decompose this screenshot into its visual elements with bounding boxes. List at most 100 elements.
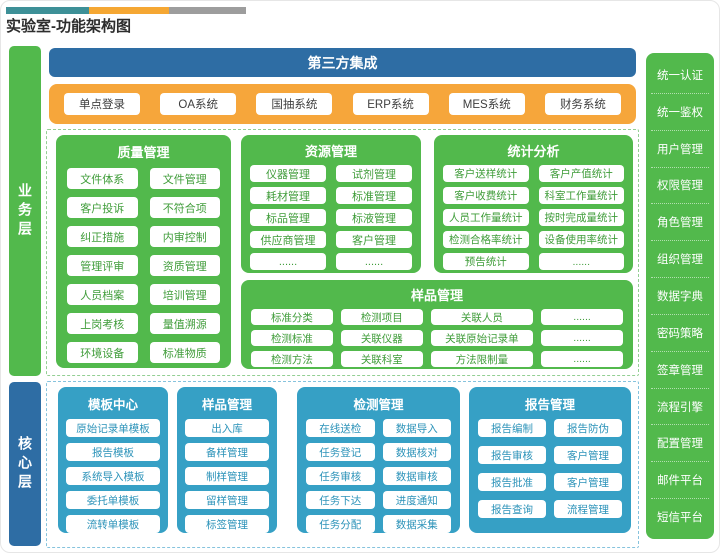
section-item-grid: 出入库备样管理制样管理留样管理标签管理 bbox=[177, 413, 277, 533]
module-chip: 出入库 bbox=[185, 419, 269, 437]
platform-item: 流程引擎 bbox=[651, 389, 709, 426]
section-item-grid: 文件体系文件管理客户投诉不符合项纠正措施内审控制管理评审资质管理人员档案培训管理… bbox=[56, 161, 231, 363]
module-chip: 关联人员 bbox=[430, 309, 534, 325]
section-item-grid: 客户送样统计客户产值统计客户收费统计科室工作量统计人员工作量统计按时完成量统计检… bbox=[434, 160, 633, 270]
module-chip: 客户管理 bbox=[554, 446, 622, 464]
module-chip: 客户投诉 bbox=[67, 197, 138, 218]
module-chip: 任务登记 bbox=[306, 443, 375, 461]
module-chip: 数据审核 bbox=[382, 467, 451, 485]
platform-item: 角色管理 bbox=[651, 204, 709, 242]
module-chip: 关联仪器 bbox=[340, 330, 423, 346]
module-chip: 仪器管理 bbox=[250, 165, 326, 182]
module-chip: 设备使用率统计 bbox=[538, 231, 624, 248]
module-chip: 报告防伪 bbox=[554, 419, 622, 437]
module-chip: 客户管理 bbox=[336, 231, 412, 248]
section-test-management: 检测管理 在线送检数据导入任务登记数据核对任务审核数据审核任务下达进度通知任务分… bbox=[297, 387, 460, 533]
module-chip: 供应商管理 bbox=[250, 231, 326, 248]
module-chip: ...... bbox=[541, 309, 623, 325]
platform-item: 短信平台 bbox=[657, 512, 703, 525]
module-chip: 不符合项 bbox=[149, 197, 220, 218]
section-sample-management-core: 样品管理 出入库备样管理制样管理留样管理标签管理 bbox=[177, 387, 277, 533]
module-chip: 报告批准 bbox=[478, 473, 546, 491]
business-layer-frame bbox=[46, 129, 639, 376]
topbar-orange-segment bbox=[89, 7, 169, 14]
integration-system-chip: OA系统 bbox=[160, 93, 237, 115]
platform-item: 组织管理 bbox=[651, 241, 709, 279]
topbar-teal-segment bbox=[6, 7, 89, 14]
section-sample-management-business: 样品管理 标准分类检测项目关联人员......检测标准关联仪器关联原始记录单..… bbox=[241, 280, 633, 369]
module-chip: 留样管理 bbox=[185, 491, 269, 509]
section-title: 统计分析 bbox=[507, 144, 560, 159]
integration-system-chip: 单点登录 bbox=[64, 93, 140, 115]
module-chip: 数据采集 bbox=[382, 515, 451, 533]
platform-item: 邮件平台 bbox=[651, 462, 709, 500]
module-chip: 标签管理 bbox=[185, 515, 269, 533]
section-title: 样品管理 bbox=[410, 288, 463, 303]
module-chip: 制样管理 bbox=[185, 467, 269, 485]
module-chip: 试剂管理 bbox=[336, 165, 412, 182]
module-chip: 流程管理 bbox=[554, 500, 622, 518]
module-chip: 标准分类 bbox=[251, 309, 333, 325]
platform-item: 用户管理 bbox=[651, 131, 709, 168]
third-party-integration-header: 第三方集成 bbox=[49, 48, 636, 77]
module-chip: 客户产值统计 bbox=[538, 165, 624, 182]
module-chip: 标品管理 bbox=[250, 209, 326, 226]
section-item-grid: 报告编制报告防伪报告审核客户管理报告批准客户管理报告查询流程管理 bbox=[469, 413, 631, 518]
module-chip: 文件管理 bbox=[149, 168, 220, 189]
module-chip: 关联科室 bbox=[340, 351, 423, 367]
decorative-topbar bbox=[6, 7, 246, 14]
module-chip: 上岗考核 bbox=[67, 313, 138, 334]
module-chip: 按时完成量统计 bbox=[538, 209, 624, 226]
module-chip: 数据核对 bbox=[382, 443, 451, 461]
module-chip: 原始记录单模板 bbox=[66, 419, 160, 437]
module-chip: 任务下达 bbox=[306, 491, 375, 509]
section-statistics-analysis: 统计分析 客户送样统计客户产值统计客户收费统计科室工作量统计人员工作量统计按时完… bbox=[434, 135, 633, 273]
section-title: 资源管理 bbox=[304, 144, 357, 159]
module-chip: 文件体系 bbox=[67, 168, 138, 189]
module-chip: 环境设备 bbox=[67, 342, 138, 363]
module-chip: 内审控制 bbox=[149, 226, 220, 247]
module-chip: 管理评审 bbox=[67, 255, 138, 276]
platform-item: 签章管理 bbox=[651, 352, 709, 389]
integration-system-chip: 财务系统 bbox=[544, 93, 621, 115]
module-chip: 标准物质 bbox=[149, 342, 220, 363]
platform-item: 统一鉴权 bbox=[651, 94, 709, 131]
module-chip: 检测合格率统计 bbox=[443, 231, 529, 248]
section-item-grid: 原始记录单模板报告模板系统导入模板委托单模板流转单模板 bbox=[58, 413, 168, 533]
section-report-management: 报告管理 报告编制报告防伪报告审核客户管理报告批准客户管理报告查询流程管理 bbox=[469, 387, 631, 533]
core-layer-frame bbox=[46, 381, 639, 548]
module-chip: 人员工作量统计 bbox=[443, 209, 529, 226]
module-chip: 检测方法 bbox=[251, 351, 333, 367]
core-layer-label: 核心层 bbox=[9, 382, 41, 546]
module-chip: 数据导入 bbox=[382, 419, 451, 437]
section-title: 样品管理 bbox=[201, 398, 252, 412]
section-template-center: 模板中心 原始记录单模板报告模板系统导入模板委托单模板流转单模板 bbox=[58, 387, 168, 533]
page-title: 实验室-功能架构图 bbox=[6, 18, 131, 35]
module-chip: 标准管理 bbox=[336, 187, 412, 204]
module-chip: 报告查询 bbox=[478, 500, 546, 518]
module-chip: 任务分配 bbox=[306, 515, 375, 533]
module-chip: 方法限制量 bbox=[430, 351, 534, 367]
module-chip: 报告模板 bbox=[66, 443, 160, 461]
section-item-grid: 仪器管理试剂管理耗材管理标准管理标品管理标液管理供应商管理客户管理.......… bbox=[241, 160, 421, 270]
module-chip: 预告统计 bbox=[443, 253, 529, 270]
topbar-gray-segment bbox=[169, 7, 246, 14]
section-title: 质量管理 bbox=[117, 145, 170, 160]
platform-item: 配置管理 bbox=[651, 425, 709, 463]
business-layer-label: 业务层 bbox=[9, 46, 41, 376]
section-title: 模板中心 bbox=[87, 398, 138, 412]
module-chip: ...... bbox=[250, 253, 326, 270]
section-item-grid: 标准分类检测项目关联人员......检测标准关联仪器关联原始记录单......检… bbox=[241, 304, 633, 367]
module-chip: ...... bbox=[336, 253, 412, 270]
module-chip: ...... bbox=[541, 330, 623, 346]
module-chip: 资质管理 bbox=[149, 255, 220, 276]
module-chip: ...... bbox=[538, 253, 624, 270]
module-chip: 客户收费统计 bbox=[443, 187, 529, 204]
platform-item: 权限管理 bbox=[651, 168, 709, 205]
module-chip: 报告编制 bbox=[478, 419, 546, 437]
integration-system-chip: MES系统 bbox=[448, 93, 525, 115]
platform-item: 密码策略 bbox=[651, 315, 709, 352]
module-chip: ...... bbox=[541, 351, 623, 367]
